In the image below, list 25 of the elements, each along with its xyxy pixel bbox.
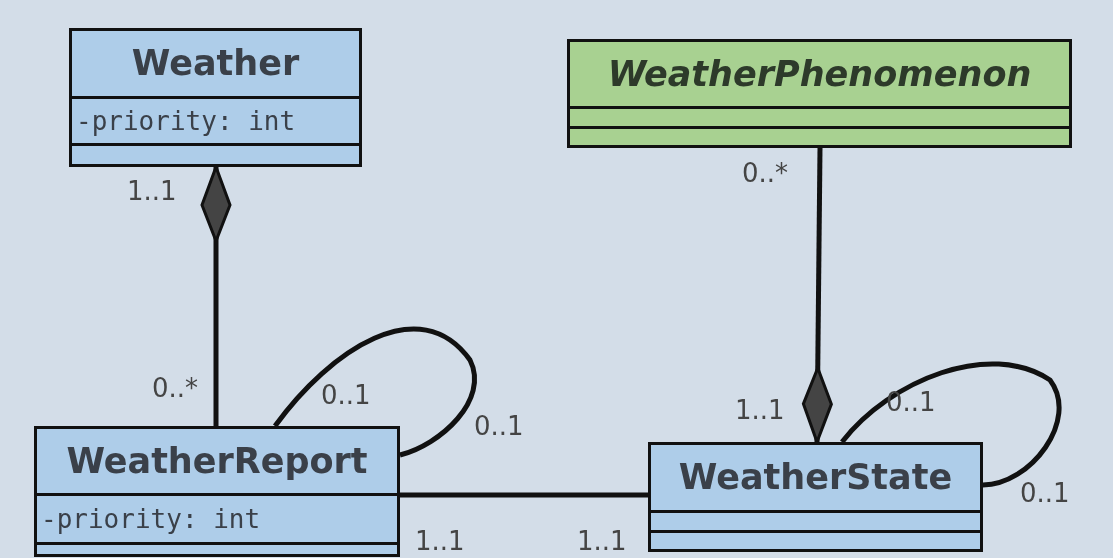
multiplicity-label: 0..1: [321, 382, 371, 408]
class-name: WeatherState: [678, 456, 953, 500]
class-box: [648, 442, 983, 552]
multiplicity-label: 0..1: [474, 413, 524, 439]
self-association-line: [273, 326, 477, 458]
multiplicity-label: 1..1: [577, 528, 627, 554]
association-line: [400, 492, 648, 498]
composition-line: [801, 147, 833, 444]
multiplicity-label: 0..1: [886, 389, 936, 415]
class-box: [34, 426, 400, 557]
multiplicity-label: 1..1: [415, 528, 465, 554]
multiplicity-label: 0..*: [152, 375, 199, 401]
composition-line: [200, 165, 232, 426]
multiplicity-label: 0..1: [1020, 480, 1070, 506]
attribute-text: -priority: int: [41, 502, 261, 536]
class-box: [567, 39, 1072, 148]
class-name: WeatherReport: [66, 439, 368, 483]
self-association-line: [840, 361, 1062, 488]
class-name: WeatherPhenomenon: [607, 52, 1032, 96]
class-name: Weather: [131, 42, 300, 86]
multiplicity-label: 0..*: [742, 160, 789, 186]
multiplicity-label: 1..1: [127, 178, 177, 204]
class-box: [69, 28, 362, 167]
multiplicity-label: 1..1: [735, 397, 785, 423]
attribute-text: -priority: int: [76, 104, 296, 138]
